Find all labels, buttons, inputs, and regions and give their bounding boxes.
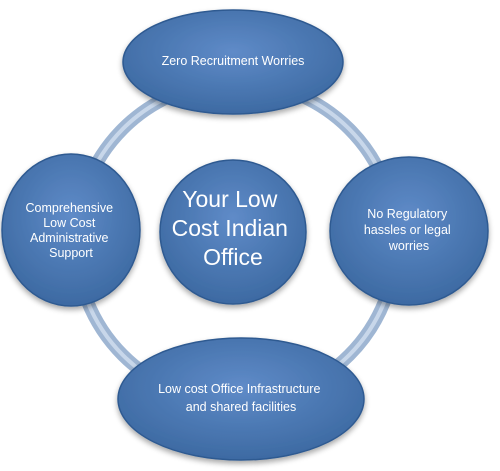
center-line-2: Cost Indian (172, 215, 288, 241)
node-left-line-4: Support (49, 246, 93, 260)
node-no-regulatory-hassles (329, 156, 489, 306)
node-left-line-2: Low Cost (43, 216, 96, 230)
center-line-3: Office (203, 244, 263, 270)
node-right-line-2: hassles or legal (364, 223, 451, 237)
node-zero-recruitment-label: Zero Recruitment Worries (162, 54, 305, 68)
node-bottom-line-2: and shared facilities (186, 400, 296, 414)
node-right-line-3: worries (388, 239, 429, 253)
center-node (159, 159, 307, 305)
node-right-line-1: No Regulatory (367, 207, 448, 221)
node-administrative-support-label: Comprehensive Low Cost Administrative Su… (25, 201, 116, 260)
node-no-regulatory-hassles-label: No Regulatory hassles or legal worries (364, 207, 454, 253)
node-bottom-line-1: Low cost Office Infrastructure (158, 382, 320, 396)
node-left-line-1: Comprehensive (25, 201, 113, 215)
node-administrative-support (1, 153, 141, 307)
node-office-infrastructure (117, 337, 365, 461)
center-line-1: Your Low (182, 186, 277, 212)
node-office-infrastructure-label: Low cost Office Infrastructure and share… (158, 382, 324, 414)
node-left-line-3: Administrative (30, 231, 109, 245)
node-zero-recruitment (122, 9, 344, 115)
center-node-label: Your Low Cost Indian Office (172, 186, 295, 270)
node-top-line-1: Zero Recruitment Worries (162, 54, 305, 68)
